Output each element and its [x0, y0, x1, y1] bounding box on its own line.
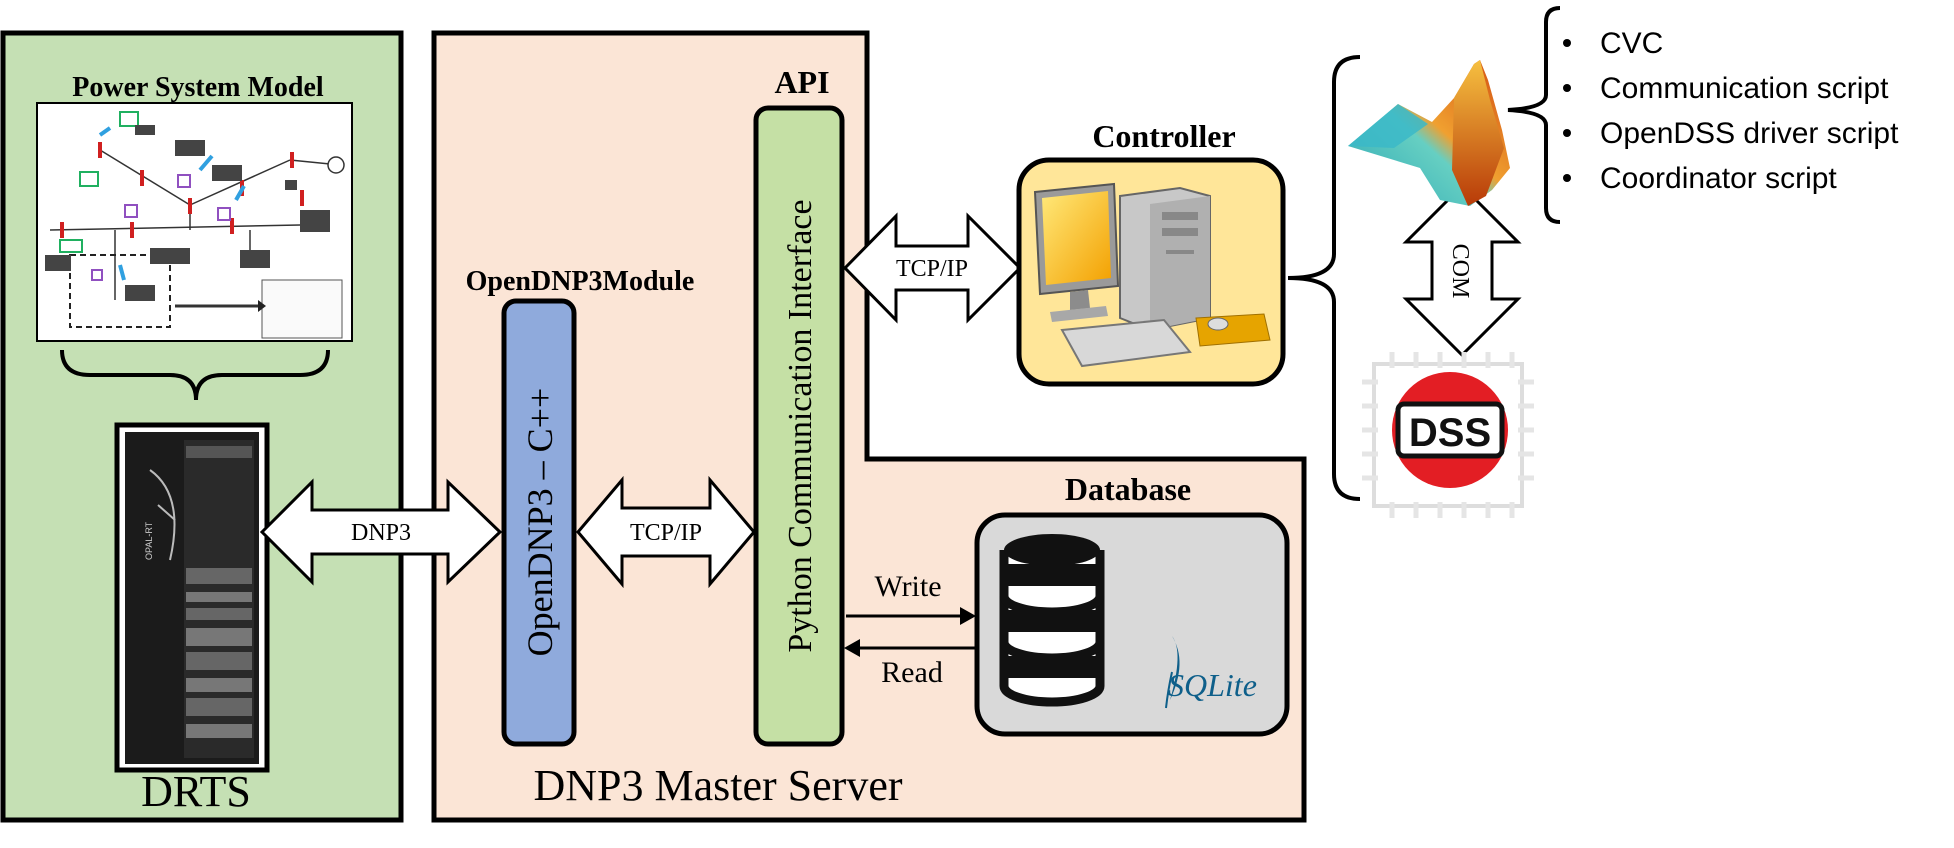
- opendnp3-module-label: OpenDNP3 – C++: [520, 388, 560, 657]
- script-item-opendss-driver: OpenDSS driver script: [1600, 117, 1899, 150]
- python-api-label: Python Communication Interface: [782, 199, 819, 652]
- master-server-label: DNP3 Master Server: [533, 761, 902, 810]
- tcp-ip-inner-label: TCP/IP: [630, 520, 702, 546]
- scripts-list: CVC Communication script OpenDSS driver …: [1563, 27, 1899, 195]
- power-system-model-title: Power System Model: [72, 72, 324, 103]
- bullet: [1563, 84, 1571, 92]
- tcp-ip-controller-label: TCP/IP: [896, 256, 968, 282]
- sqlite-feather-icon: [1165, 636, 1180, 709]
- database-title: Database: [1065, 471, 1191, 507]
- opendnp3-module-title: OpenDNP3Module: [466, 266, 695, 297]
- bullet: [1563, 39, 1571, 47]
- database-cylinder-icon: [999, 534, 1105, 707]
- python-api-block: [753, 105, 845, 747]
- dnp3-arrow: [259, 478, 503, 586]
- rack-brand-label: OPAL-RT: [144, 521, 154, 560]
- opendss-logo-text: DSS: [1409, 411, 1491, 455]
- opal-rt-rack: OPAL-RT: [114, 422, 270, 773]
- computer-icon: [1033, 182, 1271, 368]
- write-label: Write: [874, 570, 941, 603]
- model-to-rack-brace: [60, 349, 330, 401]
- matlab-logo-icon: [1348, 60, 1510, 206]
- script-item-coordinator: Coordinator script: [1600, 162, 1837, 195]
- controller-title: Controller: [1092, 118, 1235, 154]
- api-title: API: [774, 64, 829, 100]
- bullet: [1563, 174, 1571, 182]
- read-label: Read: [881, 656, 943, 689]
- write-arrow: [846, 607, 976, 625]
- power-system-schematic: [36, 102, 353, 342]
- read-arrow: [844, 639, 976, 657]
- opendss-logo-icon: DSS: [1362, 352, 1534, 518]
- script-item-communication: Communication script: [1600, 72, 1889, 105]
- dnp3-arrow-label: DNP3: [351, 520, 411, 546]
- tcp-ip-inner-arrow: [576, 475, 756, 589]
- com-arrow-label: COM: [1447, 244, 1473, 299]
- bullet: [1563, 129, 1571, 137]
- controller-brace: [1287, 55, 1361, 501]
- script-item-cvc: CVC: [1600, 27, 1663, 60]
- sqlite-label: SQLite: [1168, 667, 1257, 703]
- scripts-brace: [1507, 6, 1561, 224]
- drts-label: DRTS: [141, 767, 251, 816]
- opendnp3-module-block: [501, 298, 577, 747]
